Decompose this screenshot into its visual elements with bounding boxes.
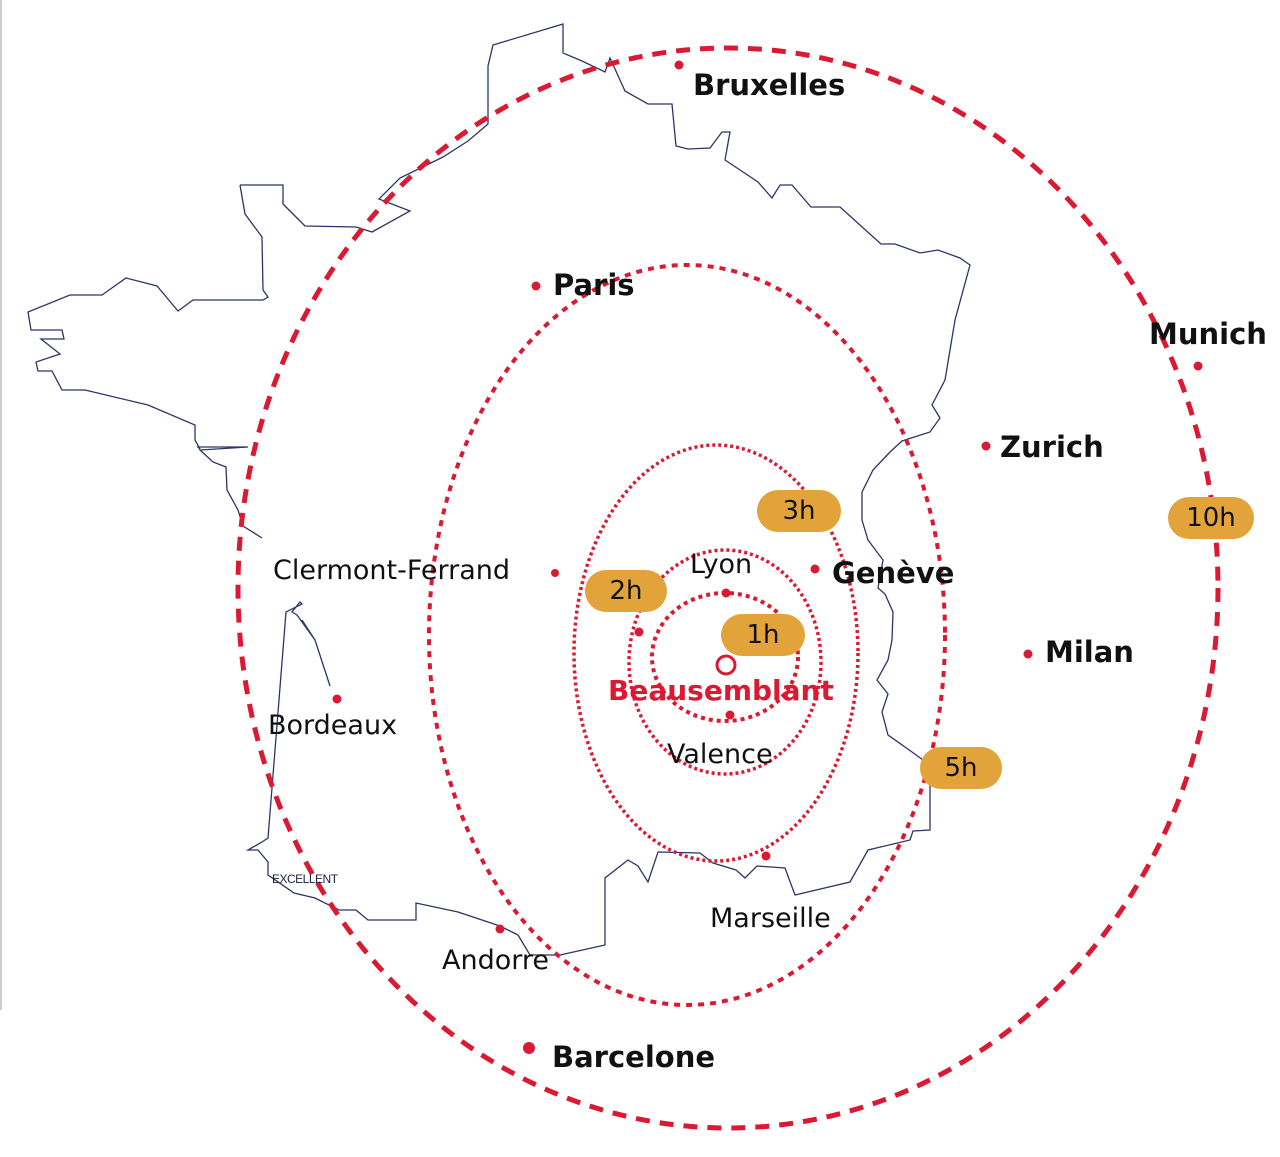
dot-clermont[interactable] [551,569,559,577]
dot-2h-west [634,627,644,637]
brittany-coast [27,184,269,539]
label-zurich: Zurich [1000,430,1104,464]
label-bordeaux: Bordeaux [268,710,398,741]
label-geneve: Genève [832,556,955,590]
dot-munich[interactable] [1193,361,1203,371]
label-lyon: Lyon [690,549,753,580]
dot-valence[interactable] [725,710,735,720]
badge-2h: 2h [585,570,667,612]
watermark-text: EXCELLENT [272,872,338,886]
label-clermont-ferrand: Clermont-Ferrand [273,555,511,586]
travel-rings [235,45,1221,1131]
dot-paris[interactable] [531,281,541,291]
badge-3h: 3h [757,490,841,532]
label-paris: Paris [553,268,635,302]
dot-geneve[interactable] [810,564,820,574]
dot-milan[interactable] [1023,649,1033,659]
label-marseille: Marseille [710,903,831,934]
dot-marseille[interactable] [761,851,771,861]
label-bruxelles: Bruxelles [693,68,846,102]
label-valence: Valence [667,739,773,770]
dot-lyon[interactable] [721,588,731,598]
ring-3h [572,443,860,863]
ring-5h [427,263,947,1007]
page-edge [0,0,2,1010]
label-munich: Munich [1149,317,1267,351]
label-beausemblant: Beausemblant [608,674,834,707]
ring-2h [627,548,823,776]
dot-barcelone[interactable] [523,1042,535,1054]
badge-1h: 1h [721,614,805,656]
dot-bordeaux[interactable] [332,694,342,704]
city-dots [332,60,1203,1054]
dot-bruxelles[interactable] [674,60,684,70]
badge-10h: 10h [1168,497,1254,539]
label-andorre: Andorre [442,945,549,976]
dot-andorre[interactable] [495,924,505,934]
ring-10h [235,45,1221,1131]
label-milan: Milan [1045,635,1134,669]
home-marker-icon[interactable] [715,654,737,676]
france-outline [240,23,971,956]
label-barcelone: Barcelone [552,1040,716,1074]
dot-zurich[interactable] [981,441,991,451]
badge-5h: 5h [920,747,1002,789]
